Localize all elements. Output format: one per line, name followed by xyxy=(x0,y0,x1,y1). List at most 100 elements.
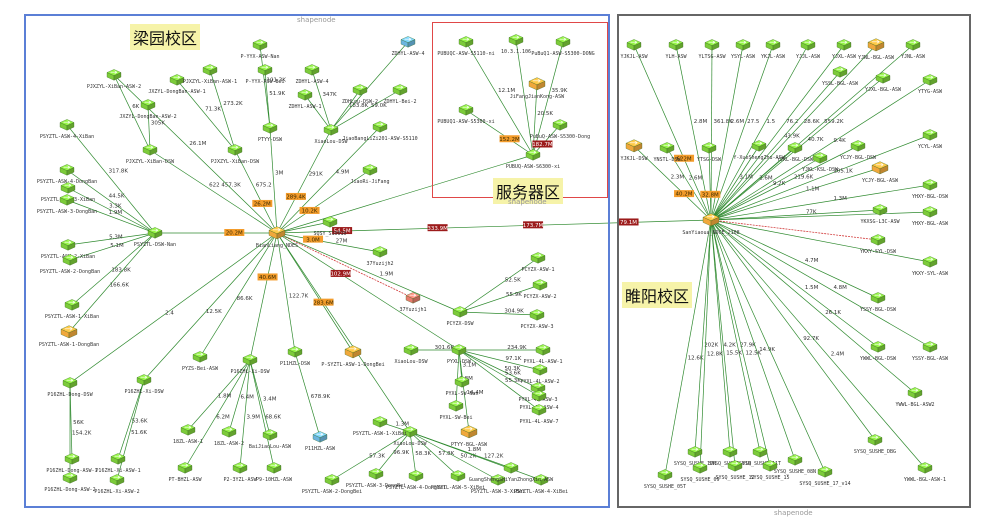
node-switch-r16[interactable]: YTSG-DSW xyxy=(697,142,722,163)
link-c1-q46[interactable] xyxy=(276,232,354,353)
node-core-c1[interactable]: BianLiang_NDES xyxy=(256,226,298,249)
link-c1-s7[interactable] xyxy=(276,154,534,234)
link-c1-q44[interactable] xyxy=(276,232,296,353)
link-c2-r33[interactable] xyxy=(694,219,712,453)
link-c1-q36[interactable] xyxy=(199,232,278,358)
node-switch-s3[interactable]: PuBuQ1-ASW-S5300-DONG xyxy=(531,36,595,57)
node-switch-q63[interactable]: PYXL-SW-Bei xyxy=(439,400,473,421)
node-switch-q11[interactable]: JXZYL-DongBan-ASW-1 xyxy=(148,74,206,95)
node-switch-q62[interactable]: PYXL-SW-Nan xyxy=(445,376,479,397)
node-switch-r23[interactable]: YHXY-BGL-ASW xyxy=(912,206,949,227)
link-c2-r36[interactable] xyxy=(710,219,796,461)
node-switch-r41[interactable]: SYSQ_SUSHE_15 xyxy=(750,460,790,481)
node-switch-r1[interactable]: YJKJL-ASW xyxy=(620,39,649,60)
node-switch-r39[interactable]: SYSQ_SUSHE_09 xyxy=(680,462,720,483)
node-switch-r7[interactable]: YJXL-ASW xyxy=(832,39,857,60)
node-router-q3[interactable]: 37Yuzijh1 xyxy=(399,292,427,313)
link-c2-r23[interactable] xyxy=(710,211,931,221)
link-q25-q23[interactable] xyxy=(67,187,156,234)
zone-servers[interactable] xyxy=(432,22,608,198)
node-switch-q1[interactable]: SQSY_S10010 xyxy=(313,216,347,237)
link-q56-q63[interactable] xyxy=(455,349,460,407)
link-s7-s5[interactable] xyxy=(465,109,534,156)
node-switch-q25[interactable]: PSYZTL-DSW-Nan xyxy=(134,227,176,248)
link-q37-q42[interactable] xyxy=(228,359,251,433)
node-switch-q56[interactable]: PYXL-DSW xyxy=(447,344,472,365)
link-c2-r7[interactable] xyxy=(710,44,845,221)
node-switch-q12[interactable]: PJXZYL-XiBan-ASW-1 xyxy=(183,64,237,85)
node-switch-q36[interactable]: PYZS-Bei-ASW xyxy=(182,351,219,372)
node-switch-r6[interactable]: YJJL-ASW xyxy=(796,39,821,60)
node-switch-r4[interactable]: YSYL-ASW xyxy=(731,39,756,60)
link-c2-r5[interactable] xyxy=(710,44,774,221)
link-c2-r28[interactable] xyxy=(710,219,931,348)
node-switch-q2[interactable]: 37Yuzijh2 xyxy=(366,246,394,267)
node-switch-q52[interactable]: PSYZTL-ASW-3-XiBei xyxy=(471,474,525,495)
node-switch-q53[interactable]: PSYZTL-ASW-4-XiBei xyxy=(514,474,568,495)
link-c2-r21[interactable] xyxy=(710,167,881,221)
node-switch-q66[interactable]: PCYZX-ASW-2 xyxy=(523,279,557,300)
node-switch-q14[interactable]: P-YYX-ASW-Nan xyxy=(240,39,280,60)
node-switch-r30[interactable]: YWWL-BGL-ASW2 xyxy=(895,387,935,408)
link-c2-r40[interactable] xyxy=(710,219,736,467)
link-c1-q7[interactable] xyxy=(269,127,278,234)
link-c2-r19[interactable] xyxy=(710,157,821,221)
node-core-s4[interactable]: JiFangJianKong-ASW xyxy=(510,77,565,100)
link-c2-r37[interactable] xyxy=(710,219,826,473)
node-switch-r24[interactable]: YKXSG-L3C-ASW xyxy=(860,204,901,225)
link-c2-r25[interactable] xyxy=(710,219,879,241)
link-q56-q60[interactable] xyxy=(458,349,540,397)
node-switch-q49[interactable]: PSYZTL-ASW-3-DongBei xyxy=(346,468,406,489)
node-switch-q27[interactable]: PSYZTL-ASW-2-DongBan xyxy=(40,254,100,275)
link-q25-q21[interactable] xyxy=(66,124,156,234)
link-s7-s2[interactable] xyxy=(515,39,534,156)
link-q7-q14[interactable] xyxy=(259,44,271,129)
node-switch-q42[interactable]: 18ZL-ASW-2 xyxy=(214,426,244,447)
node-switch-q33[interactable]: P16ZHL-Xi-DSW xyxy=(124,374,165,395)
node-switch-r20[interactable]: YCJY-BGL-DSW xyxy=(840,140,877,161)
node-switch-q8[interactable]: PJXZYL-XiBan-DSW xyxy=(211,144,260,165)
link-c2-r20[interactable] xyxy=(710,145,859,221)
link-q25-q22[interactable] xyxy=(66,169,156,234)
node-switch-r25[interactable]: YKXY-SYL-DSW xyxy=(860,234,897,255)
node-switch-q43[interactable]: BaiJiaoLou-ASW xyxy=(249,429,292,450)
node-switch-r12[interactable]: YTYG-ASW xyxy=(918,74,943,95)
link-q37-q38[interactable] xyxy=(184,359,251,469)
node-core-r21[interactable]: YCJY-BGL-ASW xyxy=(862,161,899,184)
node-switch-q58[interactable]: PYXL-4L-ASW-2 xyxy=(520,364,560,385)
node-switch-r5[interactable]: YKJL-ASW xyxy=(761,39,786,60)
node-switch-q34[interactable]: P16ZHL-Xi-ASW-1 xyxy=(95,453,141,474)
link-c1-q5[interactable] xyxy=(276,126,381,234)
node-switch-q67[interactable]: PCYZX-ASW-3 xyxy=(520,309,554,330)
node-switch-q65[interactable]: PCYZX-ASW-1 xyxy=(521,252,555,273)
link-c2-r26[interactable] xyxy=(710,219,931,263)
link-c2-r32[interactable] xyxy=(664,219,712,476)
node-switch-q55[interactable]: GuangShengShiYanZhongXin-ASW xyxy=(469,462,554,483)
link-q68-q65[interactable] xyxy=(459,257,539,313)
node-switch-r32[interactable]: SYSQ_SUSHE_05T xyxy=(644,469,686,490)
node-switch-q50[interactable]: PSYZTL-ASW-4-DongBei xyxy=(386,470,446,491)
node-switch-s6[interactable]: PuBuQ-ASW-S5300-Dong xyxy=(530,119,590,140)
node-core-q29[interactable]: PSYZTL-ASW-1-DongBan xyxy=(39,325,99,348)
node-switch-q57[interactable]: PYXL-4L-ASW-1 xyxy=(523,344,563,365)
node-switch-r27[interactable]: YSSY-BGL-DSW xyxy=(860,292,897,313)
link-q25-q24[interactable] xyxy=(66,199,156,234)
link-q56-q64[interactable] xyxy=(458,349,470,433)
node-switch-r26[interactable]: YKXY-SYL-ASW xyxy=(912,256,949,277)
link-q25-q27[interactable] xyxy=(69,232,156,261)
link-c2-r24[interactable] xyxy=(710,209,881,221)
link-c2-r29[interactable] xyxy=(710,219,879,348)
link-c2-r30[interactable] xyxy=(710,219,916,394)
link-q68-q66[interactable] xyxy=(459,284,541,313)
link-c1-q56[interactable] xyxy=(276,232,460,351)
node-switch-q35[interactable]: P16ZHL-Xi-ASW-2 xyxy=(94,474,140,495)
node-core-r8[interactable]: YJNL-BGL-ASW xyxy=(858,38,895,61)
zone-liangyuan[interactable] xyxy=(24,14,610,508)
link-c2-r22[interactable] xyxy=(710,184,931,221)
link-q6-q18[interactable] xyxy=(330,89,361,131)
node-switch-s1[interactable]: PUBUQC-ASW-S5110-ni xyxy=(437,36,495,57)
node-switch-q13[interactable]: P-YYX-ASW-Bei xyxy=(245,64,285,85)
node-switch-q19[interactable]: ZDHYL-Bei-2 xyxy=(383,84,417,105)
node-core-q46[interactable]: P-SYZTL-ASW-1-DongBei xyxy=(321,345,385,368)
link-c1-q1[interactable] xyxy=(276,221,331,234)
